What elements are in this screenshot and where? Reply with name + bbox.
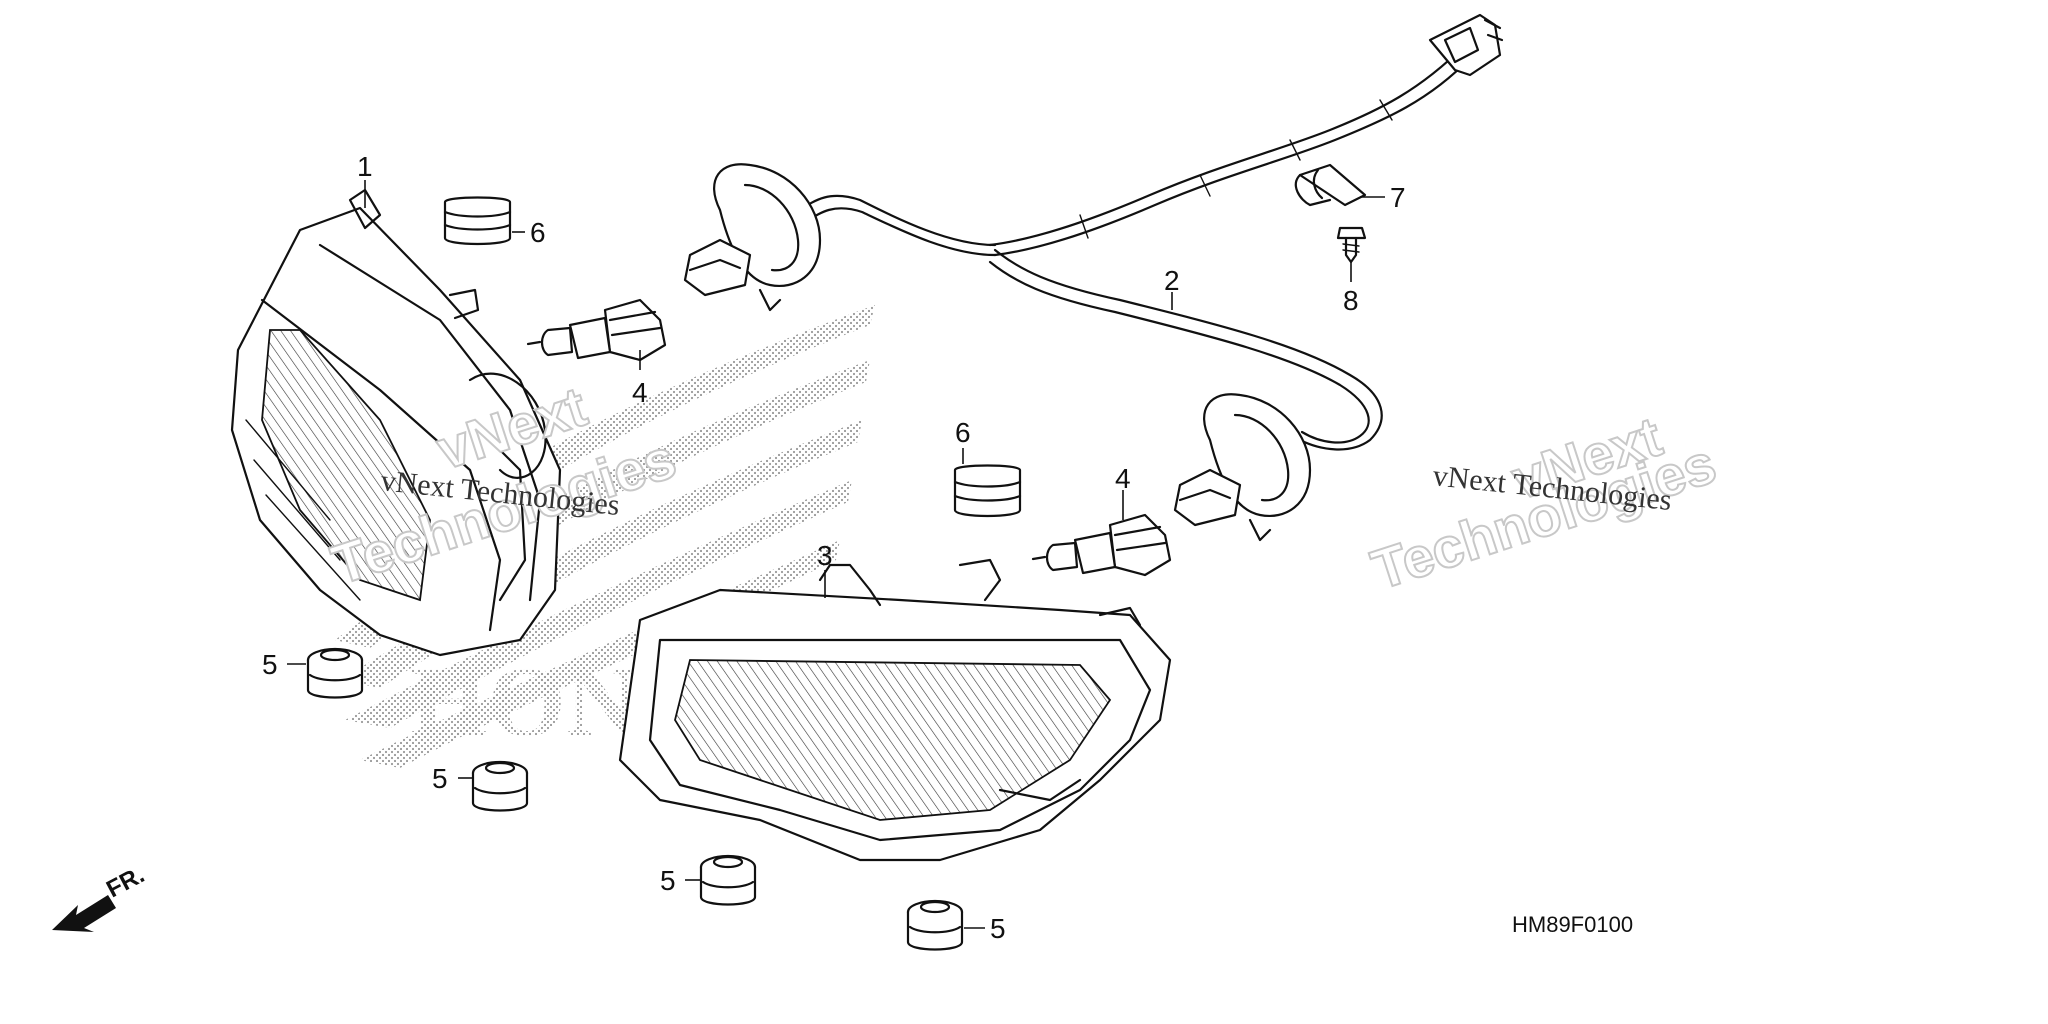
headlight-left <box>230 188 562 657</box>
callout-4-upper: 4 <box>632 377 648 408</box>
honda-logo-letters: HON <box>410 646 638 757</box>
front-direction-arrow: FR. <box>52 861 149 932</box>
rubber-pad-2 <box>953 464 1022 518</box>
screw <box>1336 226 1367 264</box>
callout-5-d: 5 <box>990 913 1006 944</box>
grommet-1 <box>306 647 364 699</box>
watermark-right: vNext Technologies vNext Technologies <box>1363 403 1724 602</box>
callout-5-a: 5 <box>262 649 278 680</box>
callout-3: 3 <box>817 540 833 571</box>
callout-2: 2 <box>1164 265 1180 296</box>
callout-5-b: 5 <box>432 763 448 794</box>
leader-lines <box>287 180 1385 929</box>
drawing-code: HM89F0100 <box>1512 912 1633 937</box>
rubber-pad-1 <box>443 196 512 246</box>
callout-8: 8 <box>1343 285 1359 316</box>
callout-6-lower: 6 <box>955 417 971 448</box>
callout-4-lower: 4 <box>1115 463 1131 494</box>
grommet-4 <box>906 899 964 951</box>
arrow-left-down-icon <box>52 895 116 932</box>
callout-5-c: 5 <box>660 865 676 896</box>
wire-harness <box>683 13 1504 542</box>
grommet-2 <box>471 760 529 812</box>
harness-clip <box>1294 163 1367 207</box>
bulb-lower <box>1031 513 1172 577</box>
callout-7: 7 <box>1390 182 1406 213</box>
callout-labels: 1 2 3 4 4 5 5 5 5 6 6 7 8 <box>262 151 1406 944</box>
grommet-3 <box>699 854 757 906</box>
callout-6-upper: 6 <box>530 217 546 248</box>
callout-1: 1 <box>357 151 373 182</box>
headlight-right <box>618 558 1172 862</box>
bulb-upper <box>526 298 667 362</box>
